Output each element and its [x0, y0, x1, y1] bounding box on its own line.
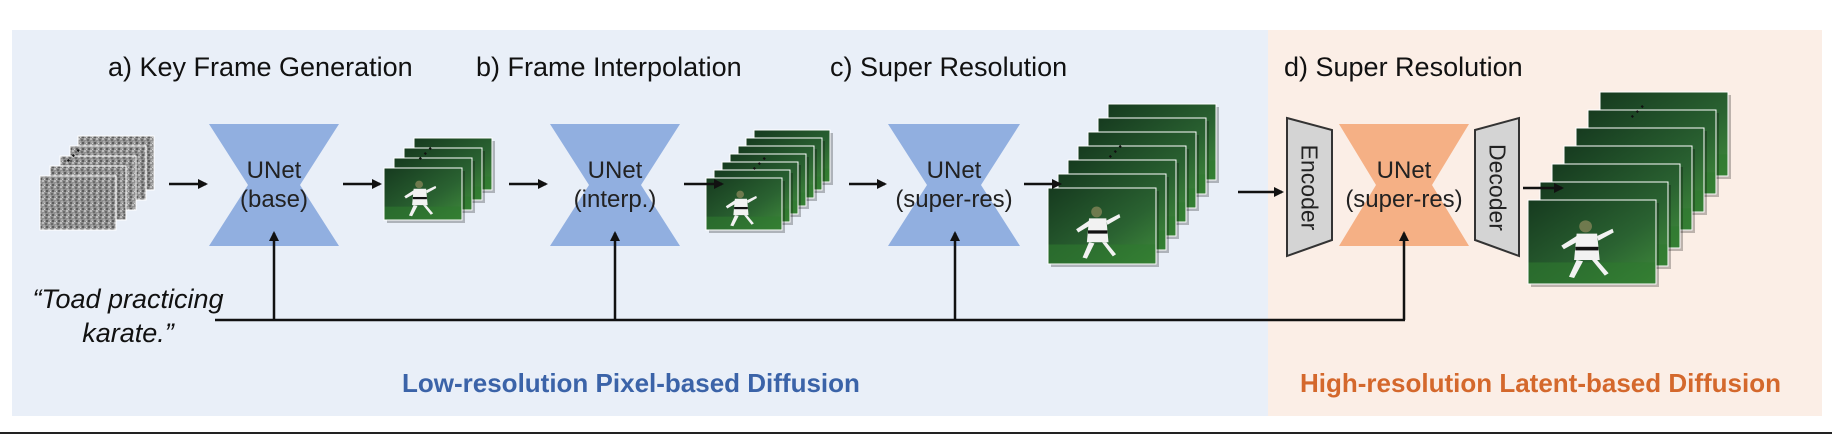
unet-base-label: UNet (base) [209, 156, 339, 214]
frame-border [1047, 187, 1157, 265]
unet-interp-line2: (interp.) [573, 186, 657, 213]
unet-base-shape [209, 124, 339, 246]
unet-latent-superres-line1: UNet [1376, 157, 1432, 184]
stage-d-title: d) Super Resolution [1284, 52, 1523, 82]
unet-latent-superres-line2: (super-res) [1345, 186, 1463, 213]
text-prompt-line2: karate.” [82, 318, 174, 348]
stage-a-title: a) Key Frame Generation [108, 52, 413, 82]
encoder-shape [1286, 116, 1333, 258]
video-frame [706, 178, 782, 230]
unet-interp-line1: UNet [587, 157, 643, 184]
video-frame [384, 168, 462, 220]
noise-frame [39, 175, 117, 231]
bottom-rule [0, 432, 1832, 434]
unet-superres-label: UNet (super-res) [888, 156, 1020, 214]
video-frame [1528, 200, 1656, 284]
stage-b-title: b) Frame Interpolation [476, 52, 742, 82]
high-res-section-label: High-resolution Latent-based Diffusion [1300, 368, 1781, 398]
unet-base-line2: (base) [239, 186, 309, 213]
final-frame-stack [1527, 91, 1731, 287]
interp-frame-stack [705, 129, 833, 233]
keyframe-stack [383, 137, 495, 223]
video-frame [1048, 188, 1156, 264]
unet-latent-superres-label: UNet (super-res) [1339, 156, 1469, 214]
decoder-shape [1474, 116, 1520, 258]
text-prompt-line1: “Toad practicing [32, 284, 224, 314]
frame-border [383, 167, 463, 221]
unet-superres-line1: UNet [926, 157, 982, 184]
noise-stack [39, 135, 155, 231]
unet-interp-label: UNet (interp.) [550, 156, 680, 214]
frame-border [705, 177, 783, 231]
unet-base-line1: UNet [246, 157, 302, 184]
encoder-label: Encoder [1296, 144, 1323, 231]
text-prompt: “Toad practicing karate.” [18, 282, 238, 350]
decoder-label: Decoder [1484, 144, 1511, 231]
frame-border [1527, 199, 1657, 285]
superres-frame-stack [1047, 103, 1219, 267]
unet-superres-shape [888, 124, 1020, 246]
unet-superres-latent-shape [1339, 124, 1469, 246]
unet-superres-line2: (super-res) [895, 186, 1013, 213]
stage-c-title: c) Super Resolution [830, 52, 1068, 82]
unet-interp-shape [550, 124, 680, 246]
low-res-section-label: Low-resolution Pixel-based Diffusion [402, 368, 860, 398]
